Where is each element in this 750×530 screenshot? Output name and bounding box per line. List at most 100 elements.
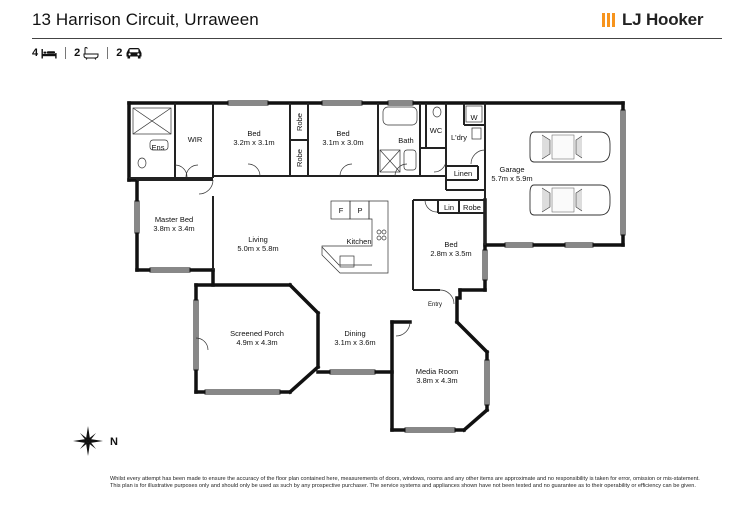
door-swing bbox=[439, 289, 455, 305]
room-garage-size: 5.7m x 5.9m bbox=[491, 174, 532, 183]
room-master-size: 3.8m x 3.4m bbox=[153, 224, 194, 233]
window bbox=[404, 427, 456, 433]
property-address: 13 Harrison Circuit, Urraween bbox=[32, 10, 259, 29]
feature-separator bbox=[107, 47, 109, 59]
fridge-label: F bbox=[339, 206, 344, 215]
room-media-label: Media Room bbox=[416, 367, 459, 376]
room-bed3-size: 3.1m x 3.0m bbox=[322, 138, 363, 147]
compass-rose-icon bbox=[73, 426, 103, 456]
room-porch-label: Screened Porch bbox=[230, 329, 284, 338]
car-icon bbox=[529, 131, 611, 163]
compass-north-label: N bbox=[110, 436, 118, 448]
room-labels: Ens WIR Bed 3.2m x 3.1m Robe Robe Bed 3.… bbox=[152, 113, 533, 385]
window bbox=[387, 100, 414, 106]
kitchen-bench bbox=[321, 200, 389, 274]
shower bbox=[132, 107, 172, 135]
window bbox=[227, 100, 269, 106]
bathtub bbox=[382, 106, 418, 126]
logo-mark-icon bbox=[602, 13, 616, 27]
laundry-tub bbox=[471, 127, 482, 140]
door-swing bbox=[394, 163, 408, 177]
door-swing bbox=[185, 164, 199, 178]
room-robe1-label: Robe bbox=[295, 113, 304, 131]
door-swing bbox=[395, 321, 411, 337]
window bbox=[134, 200, 140, 234]
cooktop-burner bbox=[381, 229, 387, 235]
compass: N bbox=[73, 426, 118, 456]
pantry-label: P bbox=[357, 206, 362, 215]
car-icon bbox=[126, 48, 142, 59]
interior-walls bbox=[129, 103, 486, 291]
sink bbox=[339, 255, 355, 268]
room-bed4-size: 2.8m x 3.5m bbox=[430, 249, 471, 258]
window bbox=[204, 389, 281, 395]
door-swing bbox=[433, 159, 447, 173]
cooktop-burner bbox=[381, 235, 387, 241]
feature-carspaces: 2 bbox=[116, 47, 143, 59]
room-bed2-label: Bed bbox=[247, 129, 260, 138]
room-robe2-label: Robe bbox=[295, 149, 304, 167]
disclaimer: Whilst every attempt has been made to en… bbox=[110, 476, 700, 490]
room-bed4-label: Bed bbox=[444, 240, 457, 249]
disclaimer-line-2: This plan is for illustrative purposes o… bbox=[110, 483, 696, 489]
window bbox=[482, 249, 488, 281]
window bbox=[484, 359, 490, 406]
room-media-size: 3.8m x 4.3m bbox=[416, 376, 457, 385]
room-lin-label: Lin bbox=[444, 203, 454, 212]
room-living-label: Living bbox=[248, 235, 268, 244]
window bbox=[329, 369, 376, 375]
window bbox=[149, 267, 191, 273]
room-dining-size: 3.1m x 3.6m bbox=[334, 338, 375, 347]
window bbox=[620, 109, 626, 236]
window bbox=[504, 242, 534, 248]
feature-bedrooms: 4 bbox=[32, 47, 57, 59]
room-bath-label: Bath bbox=[398, 136, 413, 145]
room-bed2-size: 3.2m x 3.1m bbox=[233, 138, 274, 147]
feature-separator bbox=[65, 47, 67, 59]
door-swing bbox=[247, 163, 261, 177]
room-living-size: 5.0m x 5.8m bbox=[237, 244, 278, 253]
bath-icon bbox=[83, 46, 99, 60]
door-swing bbox=[424, 199, 438, 213]
windows bbox=[134, 100, 626, 433]
room-bed3-label: Bed bbox=[336, 129, 349, 138]
vanity bbox=[149, 139, 169, 151]
logo-text: LJ Hooker bbox=[622, 10, 704, 29]
room-garage-label: Garage bbox=[499, 165, 524, 174]
cooktop-burner bbox=[376, 235, 382, 241]
car-count: 2 bbox=[116, 47, 123, 59]
toilet bbox=[137, 157, 147, 169]
room-laundry-label: L'dry bbox=[451, 133, 467, 142]
cooktop-burner bbox=[376, 229, 382, 235]
window bbox=[193, 299, 199, 371]
garage-cars bbox=[529, 131, 611, 216]
room-kitchen-label: Kitchen bbox=[346, 237, 371, 246]
bathroom-count: 2 bbox=[74, 47, 81, 59]
bedroom-count: 4 bbox=[32, 47, 39, 59]
door-swing bbox=[470, 149, 486, 165]
car-icon bbox=[529, 184, 611, 216]
window bbox=[321, 100, 363, 106]
doors bbox=[174, 149, 486, 351]
toilet bbox=[432, 106, 442, 118]
window bbox=[564, 242, 594, 248]
header-divider bbox=[32, 38, 722, 39]
washer-space bbox=[465, 105, 483, 123]
bed-icon bbox=[41, 48, 57, 58]
room-wir-label: WIR bbox=[188, 135, 203, 144]
door-swing bbox=[339, 163, 353, 177]
room-master-label: Master Bed bbox=[155, 215, 193, 224]
property-features: 4 2 2 bbox=[32, 45, 149, 61]
vanity bbox=[403, 149, 417, 171]
feature-bathrooms: 2 bbox=[74, 46, 99, 60]
island-bench bbox=[321, 246, 372, 266]
room-dining-label: Dining bbox=[344, 329, 365, 338]
shower bbox=[379, 149, 401, 173]
door-swing bbox=[174, 164, 188, 178]
room-robe3-label: Robe bbox=[463, 203, 481, 212]
door-swing bbox=[198, 179, 214, 195]
fixtures bbox=[132, 105, 483, 274]
room-entry-label: Entry bbox=[428, 302, 442, 308]
room-ens-label: Ens bbox=[152, 143, 165, 152]
